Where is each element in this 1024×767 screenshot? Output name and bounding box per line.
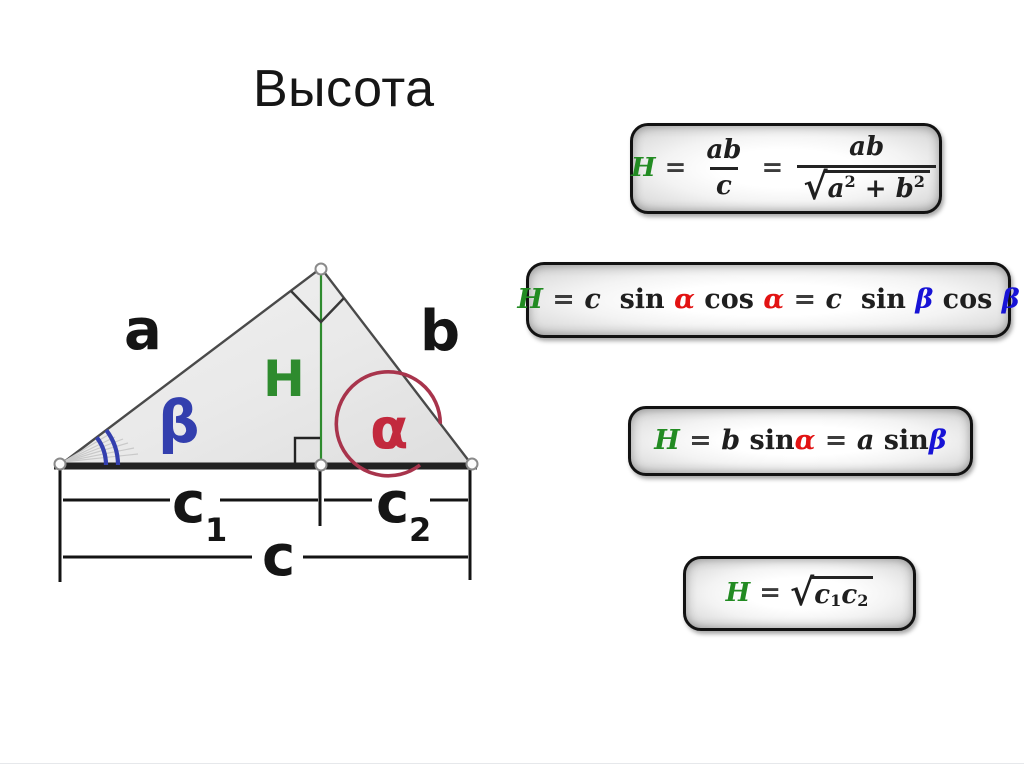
triangle-diagram: a b H β α c 1 c 2 c xyxy=(25,248,505,593)
apex-vertex-handle xyxy=(314,262,328,276)
side-a-label: a xyxy=(124,298,162,363)
formula-sin-cos: H = c sin α cos α = c sin β cos β xyxy=(517,283,1020,315)
segment-c1-subscript: 1 xyxy=(205,511,227,549)
segment-c2-label: c xyxy=(376,471,409,536)
page-title: Высота xyxy=(253,60,435,118)
height-label: H xyxy=(263,350,305,408)
formula-box-sin-cos: H = c sin α cos α = c sin β cos β xyxy=(517,262,1020,338)
base-c-label: c xyxy=(262,524,295,589)
beta-angle-hatching xyxy=(62,434,139,463)
side-b-label: b xyxy=(420,299,460,364)
beta-label: β xyxy=(158,388,200,456)
apex-right-angle-marker xyxy=(290,290,345,324)
right-vertex-handle xyxy=(465,457,479,471)
alpha-angle-arc xyxy=(334,370,443,478)
beta-angle-arcs xyxy=(94,428,121,466)
foot-right-angle-marker xyxy=(293,436,320,463)
segment-c2-subscript: 2 xyxy=(409,511,431,549)
vertex-handles xyxy=(53,262,479,472)
dimension-lines xyxy=(58,468,472,582)
segment-c1-label: c xyxy=(172,471,205,536)
slide-bottom-edge xyxy=(0,763,1024,764)
left-vertex-handle xyxy=(53,457,67,471)
alpha-label: α xyxy=(370,397,408,462)
triangle-diagram-svg: a b H β α c 1 c 2 c xyxy=(53,262,479,589)
height-foot-handle xyxy=(314,458,328,472)
